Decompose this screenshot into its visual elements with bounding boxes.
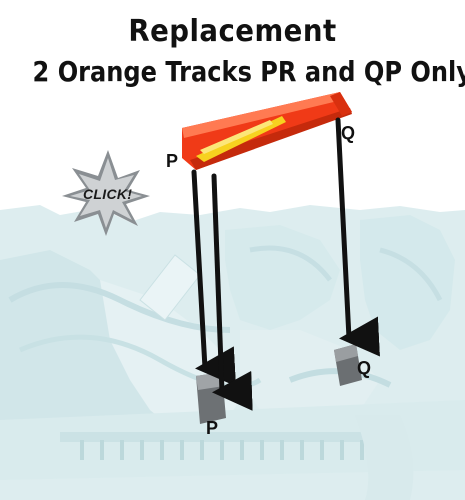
arrows [191,117,380,411]
arrow-p-1 [191,169,237,387]
starburst-icon [62,150,150,236]
label-q-top: Q [341,123,356,143]
label-p-bottom: P [206,418,219,438]
title-line-1: Replacement [128,14,337,49]
title-line-2: 2 Orange Tracks PR and QP Only [32,55,465,88]
arrow-p-2 [211,173,253,411]
arrow-q [335,117,380,357]
playset-background [0,205,465,500]
label-q-bottom: Q [357,358,372,378]
click-callout-text: CLICK! [83,186,133,202]
orange-track [182,92,352,170]
label-p-top: P [166,151,179,171]
